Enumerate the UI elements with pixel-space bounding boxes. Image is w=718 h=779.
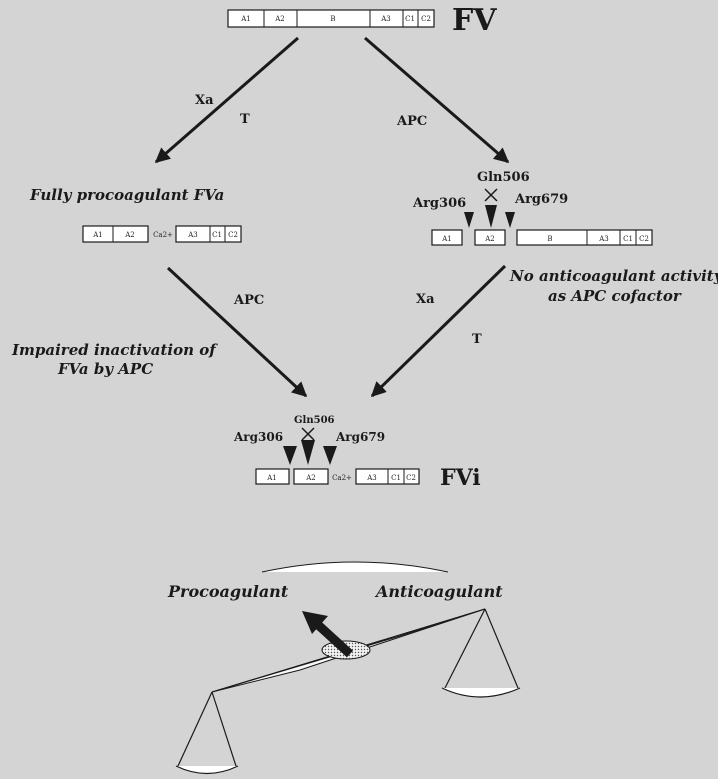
- label-xa-right: Xa: [416, 292, 435, 307]
- cleaved-a1: A1: [441, 235, 452, 243]
- balance-scale: Procoagulant Anticoagulant: [167, 561, 521, 775]
- label-procoagulant: Procoagulant: [167, 582, 289, 601]
- fva-a3: A3: [187, 231, 198, 239]
- fva-c2: C2: [228, 231, 238, 239]
- fvi-label: FVi: [440, 465, 481, 491]
- label-arg679-bottom: Arg679: [335, 430, 385, 444]
- fv-a1: A1: [240, 15, 251, 23]
- cleaved-b: B: [547, 235, 552, 243]
- fv-a2: A2: [274, 15, 285, 23]
- fv-chain: A1 A2 B A3 C1 C2: [227, 9, 435, 28]
- fva-a2: A2: [124, 231, 135, 239]
- fva-ca: Ca2+: [153, 231, 173, 239]
- fvi-a2: A2: [305, 474, 316, 482]
- label-gln506-top: Gln506: [477, 170, 530, 185]
- scale-pan-right: [441, 687, 521, 698]
- label-arg306-top: Arg306: [412, 196, 466, 211]
- label-t-left: T: [240, 112, 250, 127]
- label-apc-left: APC: [233, 293, 264, 308]
- fva-c1: C1: [212, 231, 222, 239]
- fva-a1: A1: [92, 231, 103, 239]
- fvi-c2: C2: [406, 474, 416, 482]
- fvi-chain: A1 A2 Ca2+ A3 C1 C2: [255, 468, 420, 485]
- arrow-cleaved-to-fvi: [370, 264, 507, 398]
- fv-b: B: [330, 15, 335, 23]
- label-gln506-bottom: Gln506: [294, 415, 335, 426]
- label-arg306-bottom: Arg306: [233, 430, 283, 444]
- cleaved-a2: A2: [484, 235, 495, 243]
- cleaved-c1: C1: [623, 235, 633, 243]
- fv-label: FV: [452, 3, 497, 38]
- cleavage-markers-top: [464, 188, 515, 228]
- fvi-c1: C1: [391, 474, 401, 482]
- fvi-a1: A1: [266, 474, 277, 482]
- tilt-arrow-icon: [302, 611, 328, 634]
- label-t-right: T: [472, 332, 482, 347]
- tilt-arrow-shaft: [312, 619, 354, 658]
- arrow-fv-to-cleaved: [364, 36, 510, 164]
- label-anticoagulant: Anticoagulant: [374, 582, 503, 601]
- label-impaired-2: FVa by APC: [57, 360, 153, 378]
- label-no-anticoag-1: No anticoagulant activity: [509, 267, 718, 285]
- fvi-a3: A3: [366, 474, 377, 482]
- arrow-fva-to-fvi: [166, 266, 308, 398]
- label-apc-top: APC: [396, 114, 427, 129]
- fva-chain: A1 A2 Ca2+ A3 C1 C2: [82, 225, 242, 243]
- arrow-fv-to-fva: [154, 36, 299, 164]
- label-no-anticoag-2: as APC cofactor: [548, 287, 682, 305]
- label-fully-procoagulant: Fully procoagulant FVa: [29, 186, 224, 204]
- label-arg679-top: Arg679: [514, 192, 568, 207]
- scale-brace: [261, 561, 449, 573]
- cleaved-c2: C2: [639, 235, 649, 243]
- cleavage-markers-bottom: [283, 427, 337, 465]
- fv-c2: C2: [421, 15, 431, 23]
- fv-a3: A3: [380, 15, 391, 23]
- label-xa-left: Xa: [195, 93, 214, 108]
- cleaved-a3: A3: [598, 235, 609, 243]
- fvi-ca: Ca2+: [332, 474, 352, 482]
- blocked-site-icon: [484, 188, 498, 202]
- cleaved-fv-chain: A1 A2 B A3 C1 C2: [431, 229, 653, 246]
- label-impaired-1: Impaired inactivation of: [11, 341, 218, 359]
- blocked-site-icon: [301, 427, 315, 441]
- scale-pan-left: [175, 765, 239, 775]
- fv-c1: C1: [405, 15, 415, 23]
